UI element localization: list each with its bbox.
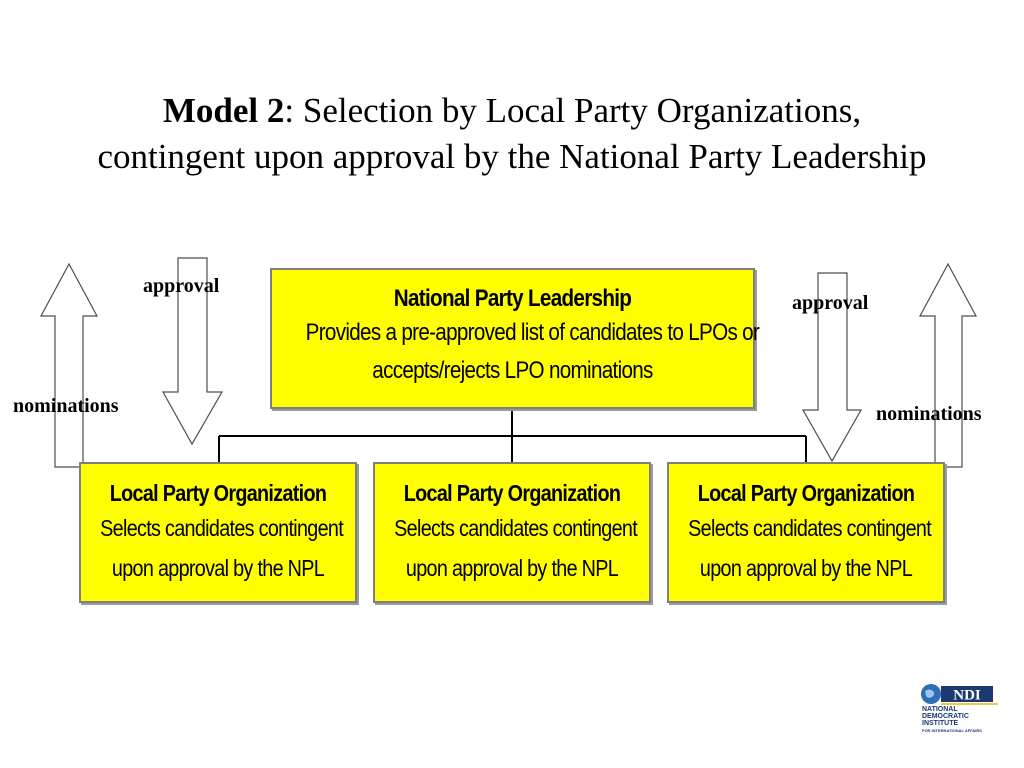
- title-model-label: Model 2: [162, 91, 285, 130]
- ndi-logo-mark: NDI: [921, 684, 998, 705]
- ndi-line-national: NATIONAL: [922, 706, 958, 713]
- lpo-description-line2: upon approval by the NPL: [405, 555, 619, 581]
- lpo-description-line1: Selects candidates contingent: [394, 515, 638, 541]
- approval-label-right: approval: [792, 292, 869, 314]
- nominations-arrow-up-left: [39, 262, 99, 468]
- ndi-logo: NDI NATIONAL DEMOCRATIC INSTITUTE FOR IN…: [920, 683, 1000, 735]
- nominations-arrow-up-right: [918, 262, 978, 468]
- approval-label-left: approval: [143, 275, 220, 297]
- npl-heading: National Party Leadership: [393, 285, 632, 312]
- local-party-org-box-left: Local Party Organization Selects candida…: [79, 462, 357, 603]
- nominations-label-left: nominations: [13, 395, 119, 417]
- slide-title: Model 2: Selection by Local Party Organi…: [0, 88, 1024, 180]
- local-party-org-box-right: Local Party Organization Selects candida…: [667, 462, 945, 603]
- lpo-description-line1: Selects candidates contingent: [100, 515, 344, 541]
- lpo-heading: Local Party Organization: [109, 480, 327, 506]
- nominations-label-right: nominations: [876, 403, 982, 425]
- lpo-heading: Local Party Organization: [697, 480, 915, 506]
- local-party-org-box-center: Local Party Organization Selects candida…: [373, 462, 651, 603]
- title-line1-rest: : Selection by Local Party Organizations…: [284, 91, 862, 130]
- npl-description-line2: accepts/rejects LPO nominations: [372, 357, 653, 384]
- national-party-leadership-box: National Party Leadership Provides a pre…: [270, 268, 760, 409]
- ndi-mark-text: NDI: [953, 688, 981, 704]
- lpo-description-line1: Selects candidates contingent: [688, 515, 932, 541]
- lpo-description-line2: upon approval by the NPL: [699, 555, 913, 581]
- ndi-line-affairs: FOR INTERNATIONAL AFFAIRS: [922, 728, 982, 733]
- npl-description-line1: Provides a pre-approved list of candidat…: [305, 319, 760, 346]
- ndi-line-institute: INSTITUTE: [922, 720, 959, 727]
- title-line2: contingent upon approval by the National…: [97, 137, 927, 176]
- approval-arrow-down-left: [161, 257, 224, 446]
- connector-lines: [218, 410, 807, 462]
- approval-arrow-down-right: [801, 272, 863, 463]
- lpo-heading: Local Party Organization: [403, 480, 621, 506]
- ndi-line-democratic: DEMOCRATIC: [922, 713, 969, 720]
- lpo-description-line2: upon approval by the NPL: [111, 555, 325, 581]
